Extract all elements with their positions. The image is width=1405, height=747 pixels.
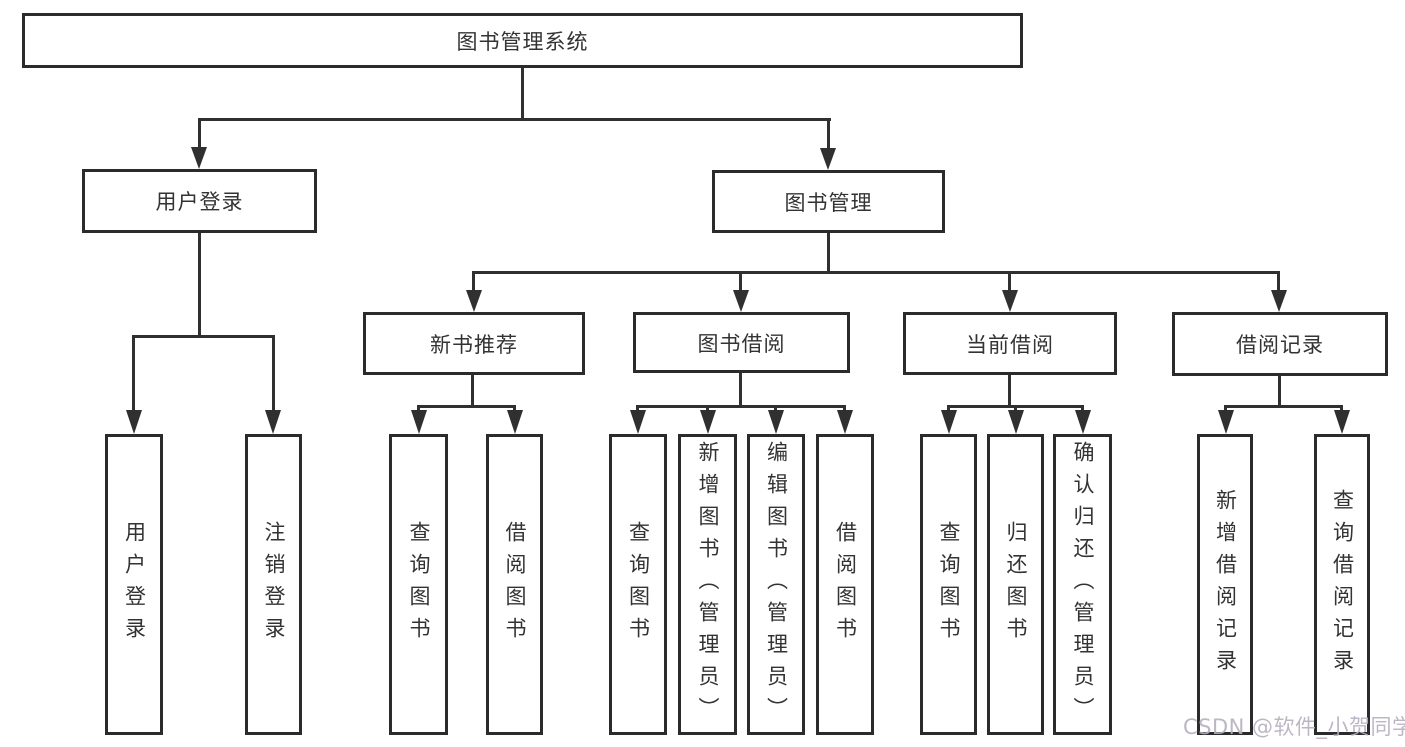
node-borrow-record: 借阅记录 [1172, 312, 1388, 376]
connector-line [132, 335, 275, 338]
leaf-add-book-admin-label: 新增图书（管理员） [696, 440, 720, 729]
node-new-book-recommend: 新书推荐 [363, 312, 585, 375]
node-book-borrow-label: 图书借阅 [697, 331, 786, 356]
arrow-down-icon [466, 290, 482, 312]
arrow-down-icon [1075, 410, 1091, 434]
leaf-query-book-2-label: 查询图书 [626, 520, 651, 649]
connector-line [636, 405, 639, 412]
node-current-borrow: 当前借阅 [903, 312, 1117, 375]
arrow-down-icon [630, 410, 646, 434]
connector-line [1224, 405, 1343, 408]
arrow-down-icon [507, 410, 523, 434]
connector-line [472, 271, 475, 291]
leaf-logout-label: 注销登录 [262, 520, 286, 649]
connector-line [1340, 405, 1343, 412]
node-book-borrow: 图书借阅 [633, 312, 850, 373]
arrow-down-icon [941, 410, 957, 434]
connector-line [636, 405, 846, 408]
connector-line [272, 335, 275, 411]
leaf-query-book-1-label: 查询图书 [407, 520, 431, 649]
connector-line [198, 118, 201, 148]
connector-line [132, 335, 135, 411]
connector-line [417, 405, 516, 408]
leaf-edit-book-admin-label: 编辑图书（管理员） [764, 440, 789, 729]
connector-line [1277, 271, 1280, 291]
leaf-confirm-return-admin-label: 确认归还（管理员） [1071, 440, 1095, 729]
node-user-login-label: 用户登录 [155, 190, 244, 214]
leaf-add-book-admin: 新增图书（管理员） [678, 434, 737, 735]
node-borrow-record-label: 借阅记录 [1236, 333, 1324, 357]
leaf-add-borrow-record-label: 新增借阅记录 [1213, 488, 1238, 681]
leaf-edit-book-admin: 编辑图书（管理员） [747, 434, 805, 735]
connector-line [947, 405, 950, 412]
arrow-down-icon [411, 410, 427, 434]
node-book-management-label: 图书管理 [784, 190, 873, 215]
connector-line [827, 118, 830, 148]
watermark: CSDN @软件_小贺同学 [1183, 715, 1405, 739]
connector-line [843, 405, 846, 412]
arrow-down-icon [1218, 410, 1234, 434]
arrow-down-icon [1271, 290, 1287, 312]
connector-line [1014, 405, 1017, 412]
connector-line [827, 233, 830, 271]
connector-line [706, 405, 709, 412]
connector-line [417, 405, 420, 412]
leaf-borrow-book-2: 借阅图书 [816, 434, 874, 735]
leaf-query-book-3: 查询图书 [920, 434, 977, 735]
node-book-management: 图书管理 [712, 170, 945, 233]
connector-line [198, 233, 201, 337]
connector-line [1278, 376, 1281, 405]
leaf-query-borrow-record: 查询借阅记录 [1314, 434, 1370, 735]
arrow-down-icon [191, 147, 207, 169]
connector-line [1224, 405, 1227, 412]
arrow-down-icon [1334, 410, 1350, 434]
arrow-down-icon [265, 410, 281, 434]
arrow-down-icon [820, 148, 836, 170]
connector-line [472, 271, 1280, 274]
leaf-add-borrow-record: 新增借阅记录 [1197, 434, 1253, 735]
arrow-down-icon [1002, 290, 1018, 312]
leaf-query-book-3-label: 查询图书 [937, 520, 961, 649]
leaf-user-login-label: 用户登录 [122, 520, 147, 649]
connector-line [774, 405, 777, 412]
leaf-borrow-book-1: 借阅图书 [486, 434, 543, 735]
leaf-query-borrow-record-label: 查询借阅记录 [1330, 488, 1355, 681]
connector-line [521, 68, 524, 118]
connector-line [198, 118, 831, 121]
arrow-down-icon [700, 410, 716, 434]
arrow-down-icon [1008, 410, 1024, 434]
node-user-login: 用户登录 [82, 169, 317, 233]
node-root: 图书管理系统 [22, 13, 1023, 68]
node-new-book-recommend-label: 新书推荐 [430, 332, 518, 357]
node-root-label: 图书管理系统 [456, 29, 589, 54]
arrow-down-icon [837, 410, 853, 434]
leaf-return-book: 归还图书 [987, 434, 1044, 735]
leaf-return-book-label: 归还图书 [1004, 520, 1028, 649]
connector-line [739, 373, 742, 405]
leaf-confirm-return-admin: 确认归还（管理员） [1053, 434, 1112, 735]
leaf-logout: 注销登录 [245, 434, 302, 735]
leaf-borrow-book-1-label: 借阅图书 [503, 520, 527, 649]
connector-line [1008, 375, 1011, 405]
leaf-borrow-book-2-label: 借阅图书 [833, 520, 858, 649]
arrow-down-icon [126, 410, 142, 434]
node-current-borrow-label: 当前借阅 [966, 332, 1054, 357]
leaf-query-book-2: 查询图书 [609, 434, 667, 735]
connector-line [1081, 405, 1084, 412]
arrow-down-icon [768, 410, 784, 434]
connector-line [739, 271, 742, 291]
arrow-down-icon [733, 290, 749, 312]
connector-line [513, 405, 516, 412]
connector-line [471, 375, 474, 405]
leaf-query-book-1: 查询图书 [389, 434, 448, 735]
connector-line [1008, 271, 1011, 291]
leaf-user-login: 用户登录 [105, 434, 163, 735]
